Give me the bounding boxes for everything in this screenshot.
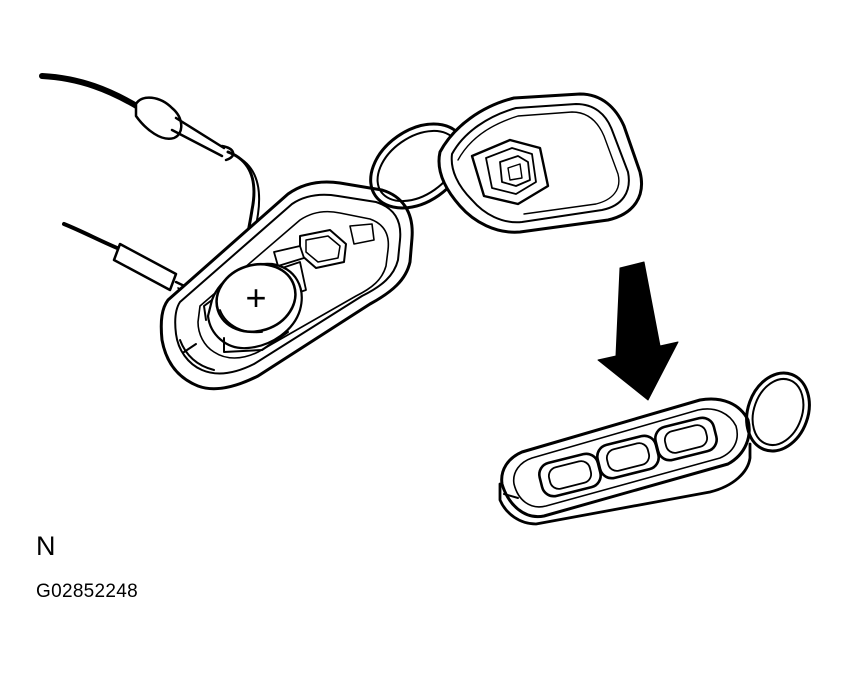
assembled-remote	[498, 397, 752, 526]
battery-plus-mark: +	[245, 277, 266, 318]
removed-cover	[437, 92, 643, 234]
open-remote-housing	[159, 180, 414, 391]
view-letter: N	[36, 531, 56, 561]
remote-buttons	[538, 416, 718, 498]
arrow-down-icon	[597, 261, 679, 401]
figure-code: G02852248	[36, 581, 139, 602]
assembled-key-ring	[745, 371, 811, 453]
